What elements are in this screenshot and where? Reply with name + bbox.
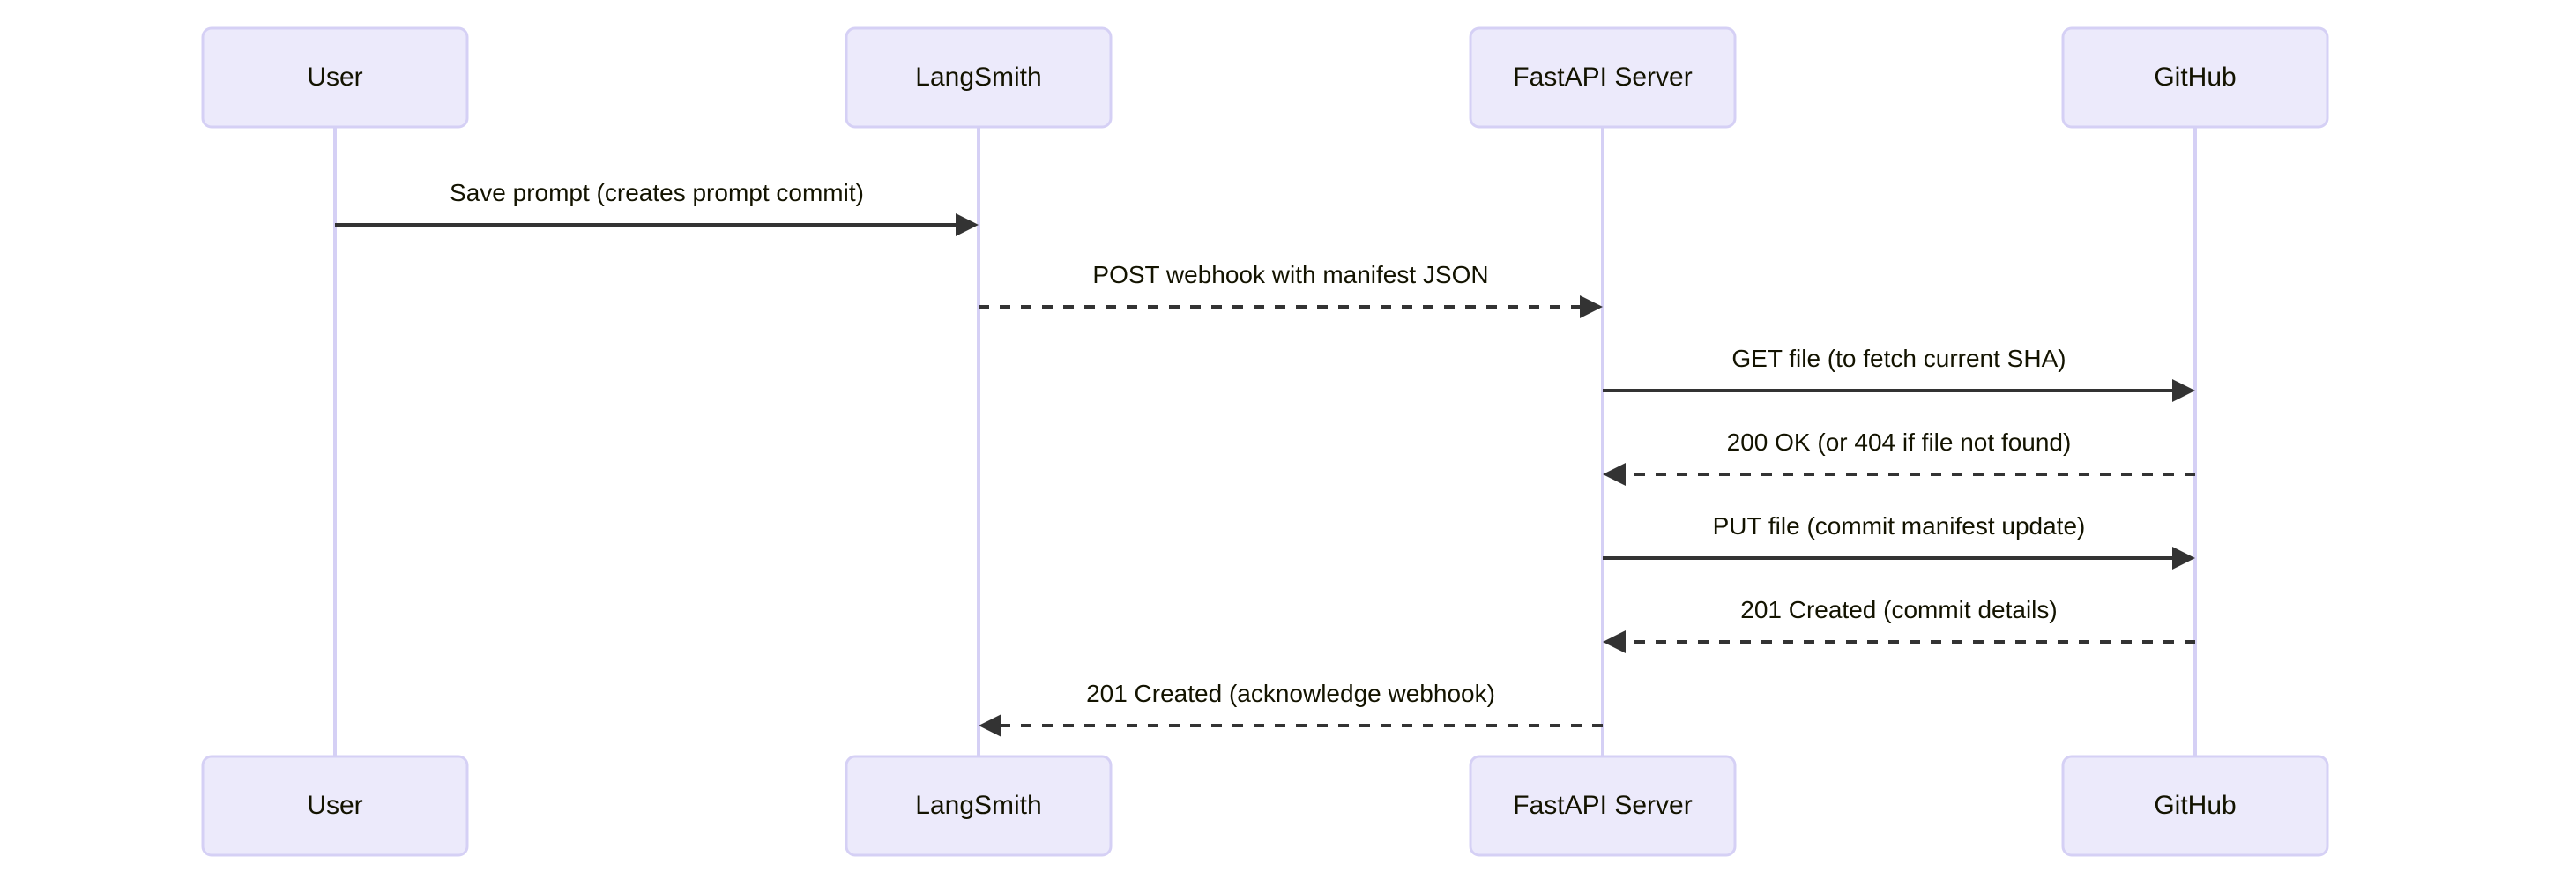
message-arrowhead-2 <box>1580 295 1603 318</box>
actor-fastapi-top[interactable]: FastAPI Server <box>1469 26 1737 129</box>
actor-box-fastapi-bottom[interactable] <box>1469 755 1737 857</box>
message-arrowhead-3 <box>2172 379 2195 402</box>
actor-langsmith-bottom[interactable]: LangSmith <box>845 755 1113 857</box>
message-arrowhead-4 <box>1603 463 1626 486</box>
actor-fastapi-bottom[interactable]: FastAPI Server <box>1469 755 1737 857</box>
actor-label-langsmith-top: LangSmith <box>915 63 1041 92</box>
actor-user-top[interactable]: User <box>201 26 469 129</box>
actor-box-github-bottom[interactable] <box>2061 755 2329 857</box>
message-label-4: 200 OK (or 404 if file not found) <box>1727 428 2072 456</box>
message-label-3: GET file (to fetch current SHA) <box>1731 345 2066 372</box>
message-7: 201 Created (acknowledge webhook) <box>979 680 1603 737</box>
actor-box-user-top[interactable] <box>201 26 469 129</box>
actor-user-bottom[interactable]: User <box>201 755 469 857</box>
message-label-1: Save prompt (creates prompt commit) <box>450 179 864 206</box>
actor-label-github-top: GitHub <box>2154 63 2236 92</box>
message-6: 201 Created (commit details) <box>1603 596 2195 653</box>
message-label-6: 201 Created (commit details) <box>1740 596 2057 623</box>
message-arrowhead-7 <box>979 714 1001 737</box>
actor-boxes-bottom: User LangSmith FastAPI Server GitHub <box>201 755 2329 857</box>
actor-github-top[interactable]: GitHub <box>2061 26 2329 129</box>
actor-label-user-top: User <box>307 63 362 92</box>
message-1: Save prompt (creates prompt commit) <box>335 179 979 236</box>
message-4: 200 OK (or 404 if file not found) <box>1603 428 2195 486</box>
actor-label-github-bottom: GitHub <box>2154 791 2236 820</box>
lifelines-group <box>333 127 2197 756</box>
message-label-2: POST webhook with manifest JSON <box>1092 261 1488 288</box>
message-arrowhead-5 <box>2172 547 2195 570</box>
actor-label-user-bottom: User <box>307 791 362 820</box>
actor-boxes-top: User LangSmith FastAPI Server GitHub <box>201 26 2329 129</box>
actor-box-fastapi-top[interactable] <box>1469 26 1737 129</box>
message-2: POST webhook with manifest JSON <box>979 261 1603 318</box>
messages-group: Save prompt (creates prompt commit) POST … <box>335 179 2195 737</box>
actor-box-langsmith-bottom[interactable] <box>845 755 1113 857</box>
actor-label-fastapi-bottom: FastAPI Server <box>1513 791 1692 820</box>
message-5: PUT file (commit manifest update) <box>1603 512 2195 570</box>
actor-label-langsmith-bottom: LangSmith <box>915 791 1041 820</box>
actor-github-bottom[interactable]: GitHub <box>2061 755 2329 857</box>
actor-langsmith-top[interactable]: LangSmith <box>845 26 1113 129</box>
actor-box-langsmith-top[interactable] <box>845 26 1113 129</box>
message-arrowhead-1 <box>956 213 979 236</box>
actor-label-fastapi-top: FastAPI Server <box>1513 63 1692 92</box>
actor-box-user-bottom[interactable] <box>201 755 469 857</box>
message-label-7: 201 Created (acknowledge webhook) <box>1086 680 1495 707</box>
message-arrowhead-6 <box>1603 630 1626 653</box>
actor-box-github-top[interactable] <box>2061 26 2329 129</box>
message-label-5: PUT file (commit manifest update) <box>1713 512 2086 540</box>
message-3: GET file (to fetch current SHA) <box>1603 345 2195 402</box>
